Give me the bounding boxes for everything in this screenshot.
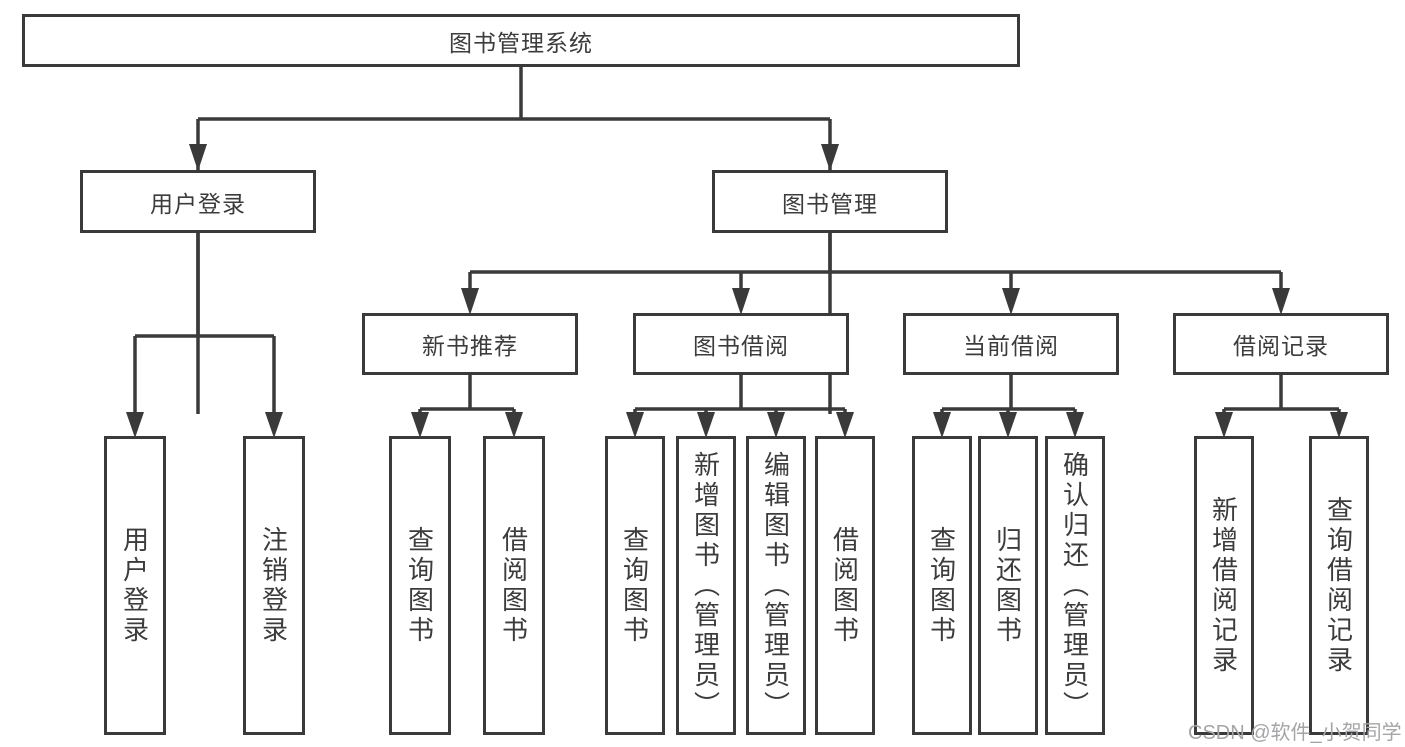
node-user-login: 用户登录: [80, 170, 316, 233]
leaf-user-login-label: 用户登录: [119, 525, 150, 646]
leaf-records-add-label: 新增借阅记录: [1208, 495, 1239, 676]
leaf-records-query-label: 查询借阅记录: [1323, 495, 1354, 676]
node-book-management-label: 图书管理: [782, 190, 878, 217]
node-user-login-label: 用户登录: [150, 190, 246, 217]
leaf-logout-label: 注销登录: [258, 525, 289, 646]
leaf-borrow-add-books: 新增图书（管理员）: [676, 436, 736, 735]
node-book-borrow-label: 图书借阅: [693, 333, 789, 359]
leaf-borrow-query-books: 查询图书: [605, 436, 665, 735]
csdn-watermark: CSDN @软件_小贺同学: [1188, 722, 1402, 744]
leaf-borrow-borrow-books-label: 借阅图书: [829, 525, 860, 646]
connector-records-to-leaves: [1215, 375, 1348, 438]
node-root-label: 图书管理系统: [449, 29, 593, 56]
node-current-borrow: 当前借阅: [903, 313, 1119, 375]
node-book-management: 图书管理: [712, 170, 948, 233]
leaf-recommend-borrow-books-label: 借阅图书: [498, 525, 529, 646]
node-current-borrow-label: 当前借阅: [963, 333, 1059, 359]
leaf-recommend-borrow-books: 借阅图书: [483, 436, 545, 735]
leaf-borrow-add-books-label: 新增图书（管理员）: [690, 450, 721, 721]
node-borrow-records-label: 借阅记录: [1233, 333, 1329, 359]
node-new-book-recommend-label: 新书推荐: [422, 333, 518, 359]
connector-book-management-to-level3: [461, 233, 1290, 315]
leaf-current-confirm-return: 确认归还（管理员）: [1045, 436, 1105, 735]
leaf-current-return-books: 归还图书: [978, 436, 1038, 735]
leaf-current-confirm-return-label: 确认归还（管理员）: [1059, 450, 1090, 721]
leaf-recommend-query-books: 查询图书: [389, 436, 451, 735]
node-new-book-recommend: 新书推荐: [362, 313, 578, 375]
node-book-borrow: 图书借阅: [633, 313, 849, 375]
connector-root-to-level2: [189, 67, 839, 414]
leaf-borrow-query-books-label: 查询图书: [619, 525, 650, 646]
leaf-current-return-books-label: 归还图书: [992, 525, 1023, 646]
leaf-current-query-books-label: 查询图书: [926, 525, 957, 646]
connector-current-to-leaves: [933, 375, 1084, 438]
leaf-borrow-borrow-books: 借阅图书: [815, 436, 875, 735]
leaf-user-login: 用户登录: [104, 436, 166, 735]
connector-user-login-to-leaves: [126, 233, 283, 438]
node-root: 图书管理系统: [22, 14, 1020, 67]
node-borrow-records: 借阅记录: [1173, 313, 1389, 375]
leaf-records-query: 查询借阅记录: [1309, 436, 1369, 735]
leaf-recommend-query-books-label: 查询图书: [404, 525, 435, 646]
leaf-records-add: 新增借阅记录: [1194, 436, 1254, 735]
connector-borrow-to-leaves: [626, 375, 854, 438]
leaf-logout: 注销登录: [243, 436, 305, 735]
leaf-borrow-edit-books-label: 编辑图书（管理员）: [760, 450, 791, 721]
leaf-current-query-books: 查询图书: [912, 436, 972, 735]
connector-recommend-to-leaves: [411, 375, 523, 438]
leaf-borrow-edit-books: 编辑图书（管理员）: [746, 436, 806, 735]
